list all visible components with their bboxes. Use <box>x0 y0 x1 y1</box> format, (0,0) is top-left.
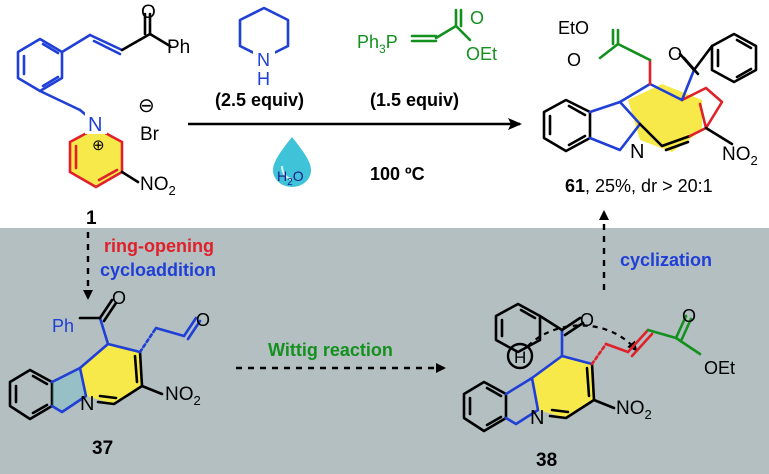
intermediate-37-nitro: NO2 <box>165 384 201 408</box>
product-nitro: NO2 <box>722 144 758 168</box>
piperidine: N H (2.5 equiv) <box>215 6 304 110</box>
compound-number-1: 1 <box>86 208 97 229</box>
intermediate-38-nitrogen: N <box>530 407 544 429</box>
ylide-ph3p: Ph3P <box>357 32 398 56</box>
product-caption: 61, 25%, dr > 20:1 <box>565 176 713 196</box>
bromide-label: Br <box>140 124 160 145</box>
nitro-group: NO2 <box>140 174 176 198</box>
ylide-equiv: (1.5 equiv) <box>370 90 459 110</box>
reactant-1: O Ph N ⊕ ⊖ Br NO2 1 <box>16 2 190 229</box>
wittig-label: Wittig reaction <box>268 340 393 360</box>
intermediate-37-nitrogen: N <box>80 393 94 415</box>
product-61: N NO2 EtO O O 61, 25%, dr > 20:1 <box>542 18 758 196</box>
pyridinium-nitrogen: N <box>88 114 102 136</box>
intermediate-38-ketone-oxygen: O <box>580 310 594 330</box>
compound-number-38: 38 <box>536 450 557 471</box>
cyclization-label: cyclization <box>620 250 712 270</box>
compound-number-37: 37 <box>92 438 113 459</box>
ylide-ethoxy: OEt <box>466 44 497 64</box>
carbonyl-oxygen: O <box>141 2 156 23</box>
negative-charge: ⊖ <box>138 95 155 117</box>
product-ethoxy: EtO <box>558 18 589 38</box>
water-drop-icon: H2O <box>273 137 311 188</box>
water-label: H2O <box>277 168 304 188</box>
highlighted-hydrogen <box>506 342 534 370</box>
intermediate-38-ethoxy: OEt <box>704 358 735 378</box>
product-nitrogen: N <box>630 141 644 163</box>
piperidine-hydrogen: H <box>257 69 270 89</box>
pyridinium-ring <box>68 126 124 189</box>
product-ketone-oxygen: O <box>668 44 682 64</box>
positive-charge: ⊕ <box>92 137 105 154</box>
intermediate-37-ketone-oxygen: O <box>112 288 126 308</box>
product-ester-oxygen: O <box>567 50 581 70</box>
intermediate-37-phenyl: Ph <box>52 316 74 336</box>
piperidine-nitrogen: N <box>257 50 270 70</box>
intermediate-38-nitro: NO2 <box>616 398 652 422</box>
intermediate-38-ester-oxygen: O <box>682 306 696 326</box>
intermediate-37-aldehyde-oxygen: O <box>196 310 210 330</box>
cycloaddition-label: cycloaddition <box>100 260 216 280</box>
temperature: 100 ºC <box>370 164 425 184</box>
intermediate-38: N NO2 H O O OEt 38 <box>462 302 735 471</box>
phenyl-label: Ph <box>167 37 190 58</box>
ylide-carbonyl-oxygen: O <box>470 8 484 28</box>
ring-opening-label: ring-opening <box>104 236 214 256</box>
wittig-ylide: Ph3P O OEt (1.5 equiv) <box>357 8 497 110</box>
piperidine-equiv: (2.5 equiv) <box>215 90 304 110</box>
intermediate-37: N NO2 O Ph O 37 <box>8 288 210 459</box>
